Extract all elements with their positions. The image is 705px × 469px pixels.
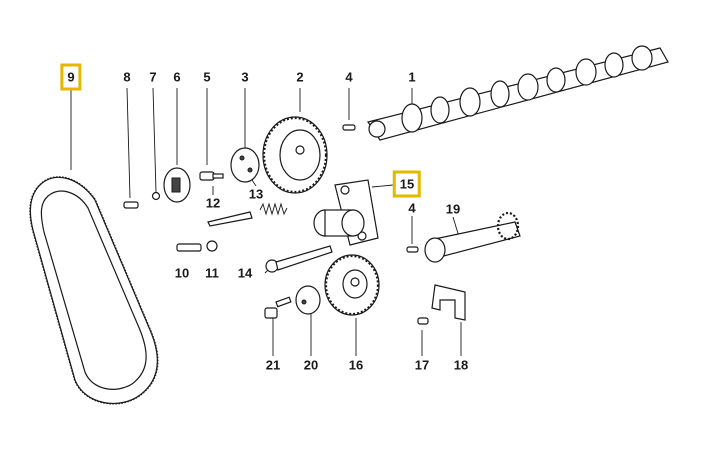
bolt-5 <box>199 171 224 181</box>
callout-21: 21 <box>265 357 281 373</box>
cover-plate-18 <box>431 284 466 321</box>
washer-7 <box>151 191 161 201</box>
washer-plate-20 <box>295 285 321 315</box>
callout-9: 9 <box>60 63 82 91</box>
callout-2: 2 <box>296 69 304 85</box>
washer-11 <box>206 240 218 252</box>
callout-10: 10 <box>174 265 190 281</box>
tensioner-sleeve <box>313 209 365 237</box>
callout-17: 17 <box>414 357 430 373</box>
callout-4-lower: 4 <box>408 200 416 216</box>
tension-spring <box>259 202 288 216</box>
callout-11: 11 <box>205 265 219 281</box>
camshaft <box>367 45 669 141</box>
bolt-21 <box>264 296 292 319</box>
hub-plate <box>230 147 260 183</box>
screw-17 <box>417 317 429 325</box>
callout-18: 18 <box>453 357 469 373</box>
intermediate-shaft <box>424 211 521 263</box>
callout-20: 20 <box>303 357 319 373</box>
callout-15: 15 <box>392 170 422 198</box>
tensioner-pulley <box>324 254 380 316</box>
pin-12 <box>207 211 253 227</box>
callout-1: 1 <box>408 69 416 85</box>
screw-8 <box>123 201 139 209</box>
callout-19: 19 <box>445 201 461 217</box>
bolt-10 <box>176 243 202 252</box>
callout-16: 16 <box>348 357 364 373</box>
callout-3: 3 <box>241 69 249 85</box>
callout-5: 5 <box>203 69 211 85</box>
callout-6: 6 <box>173 69 181 85</box>
timing-belt <box>29 176 159 405</box>
distributor-adapter <box>163 167 191 203</box>
callout-14: 14 <box>237 265 253 281</box>
woodruff-key-upper <box>342 124 356 131</box>
callout-12: 12 <box>205 195 221 211</box>
callout-7: 7 <box>149 69 157 85</box>
callout-4-upper: 4 <box>345 69 353 85</box>
callout-13: 13 <box>248 186 264 202</box>
woodruff-key-lower <box>406 246 419 253</box>
callout-8: 8 <box>123 69 131 85</box>
camshaft-sprocket <box>262 116 328 194</box>
stud-14 <box>265 245 333 273</box>
